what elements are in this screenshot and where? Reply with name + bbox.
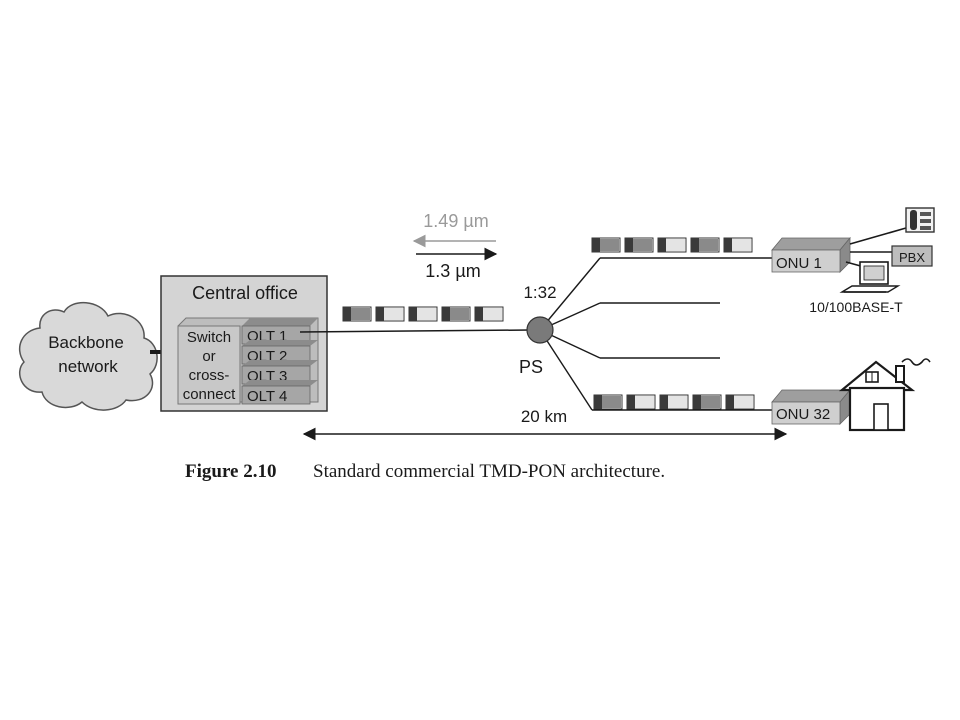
lower-packet-4-payload bbox=[701, 396, 720, 408]
splitter-branches bbox=[539, 257, 780, 411]
house-icon bbox=[838, 358, 931, 432]
trunk-packet-2-header bbox=[376, 307, 384, 321]
lower-packet-3-payload bbox=[668, 396, 687, 408]
trunk-packet-2-payload bbox=[384, 308, 403, 320]
olt-2: OLT 2 bbox=[241, 340, 318, 365]
upper-packet-5-header bbox=[724, 238, 732, 252]
upper-packet-2-header bbox=[625, 238, 633, 252]
trunk-fiber bbox=[299, 329, 531, 333]
split-ratio: 1:32 bbox=[523, 283, 556, 302]
cloud-label-line2: network bbox=[58, 357, 118, 376]
cloud-label-line1: Backbone bbox=[48, 333, 124, 352]
upper-packet-4-payload bbox=[699, 239, 718, 251]
lower-packet-5-header bbox=[726, 395, 734, 409]
switch-face bbox=[177, 325, 241, 405]
central-office: Central office Switch or cross- connect … bbox=[160, 275, 328, 412]
upper-packet-4-header bbox=[691, 238, 699, 252]
caption-text: Standard commercial TMD-PON architecture… bbox=[313, 461, 665, 482]
upper-packet-row bbox=[591, 237, 753, 253]
upper-packet-3-payload bbox=[666, 239, 685, 251]
onu-1-label: ONU 1 bbox=[776, 255, 822, 272]
wavelength-indicator: 1.49 µm 1.3 µm bbox=[412, 211, 498, 281]
lower-packet-row bbox=[593, 394, 755, 410]
switch-label-4: connect bbox=[183, 386, 236, 403]
telephone-icon bbox=[905, 207, 935, 233]
olt-4-label: OLT 4 bbox=[247, 388, 287, 405]
upper-packet-1-payload bbox=[600, 239, 619, 251]
switch-label-3: cross- bbox=[189, 367, 230, 384]
upper-packet-5-payload bbox=[732, 239, 751, 251]
figure-caption: Figure 2.10 Standard commercial TMD-PON … bbox=[185, 461, 665, 482]
upper-packet-3-header bbox=[658, 238, 666, 252]
central-office-title: Central office bbox=[192, 283, 298, 303]
branch-to-onu1 bbox=[539, 257, 601, 331]
onu-32-label: ONU 32 bbox=[776, 406, 830, 423]
trunk-packet-1-header bbox=[343, 307, 351, 321]
computer-icon bbox=[839, 261, 901, 293]
onu1-peripherals: PBX 10/100BASE-T bbox=[809, 207, 935, 315]
lower-packet-1-payload bbox=[602, 396, 621, 408]
lower-packet-3-header bbox=[660, 395, 668, 409]
trunk-packet-5-header bbox=[475, 307, 483, 321]
ethernet-label: 10/100BASE-T bbox=[809, 299, 903, 315]
trunk-packet-4-header bbox=[442, 307, 450, 321]
trunk-packet-1-payload bbox=[351, 308, 370, 320]
splitter-label: PS bbox=[519, 357, 543, 377]
lower-packet-2-header bbox=[627, 395, 635, 409]
olt-4: OLT 4 bbox=[241, 380, 318, 405]
branch-to-onu32 bbox=[539, 329, 593, 411]
cloud-shape bbox=[19, 302, 158, 411]
onu-32: ONU 32 bbox=[771, 388, 851, 425]
distance-indicator: 20 km bbox=[302, 407, 788, 441]
passive-splitter: 1:32 PS bbox=[519, 283, 557, 377]
distance-label: 20 km bbox=[521, 407, 567, 426]
upper-packet-1-header bbox=[592, 238, 600, 252]
pbx-box: PBX bbox=[891, 245, 933, 267]
lower-packet-2-payload bbox=[635, 396, 654, 408]
trunk-packet-row bbox=[342, 306, 504, 322]
upstream-wavelength: 1.49 µm bbox=[423, 211, 488, 231]
upper-packet-2-payload bbox=[633, 239, 652, 251]
switch-label-1: Switch bbox=[187, 329, 231, 346]
lower-packet-5-payload bbox=[734, 396, 753, 408]
trunk-packet-3-header bbox=[409, 307, 417, 321]
splitter-node bbox=[526, 316, 554, 344]
caption-number: Figure 2.10 bbox=[185, 461, 276, 482]
lower-packet-1-header bbox=[594, 395, 602, 409]
trunk-packet-3-payload bbox=[417, 308, 436, 320]
downstream-wavelength: 1.3 µm bbox=[425, 261, 480, 281]
pbx-label: PBX bbox=[899, 250, 925, 265]
switch-label-2: or bbox=[202, 348, 215, 365]
phone-cable bbox=[849, 227, 907, 245]
trunk-packet-5-payload bbox=[483, 308, 502, 320]
trunk-packet-4-payload bbox=[450, 308, 469, 320]
onu-1: ONU 1 bbox=[771, 236, 851, 273]
lower-packet-4-header bbox=[693, 395, 701, 409]
backbone-cloud: Backbone network bbox=[19, 302, 158, 411]
